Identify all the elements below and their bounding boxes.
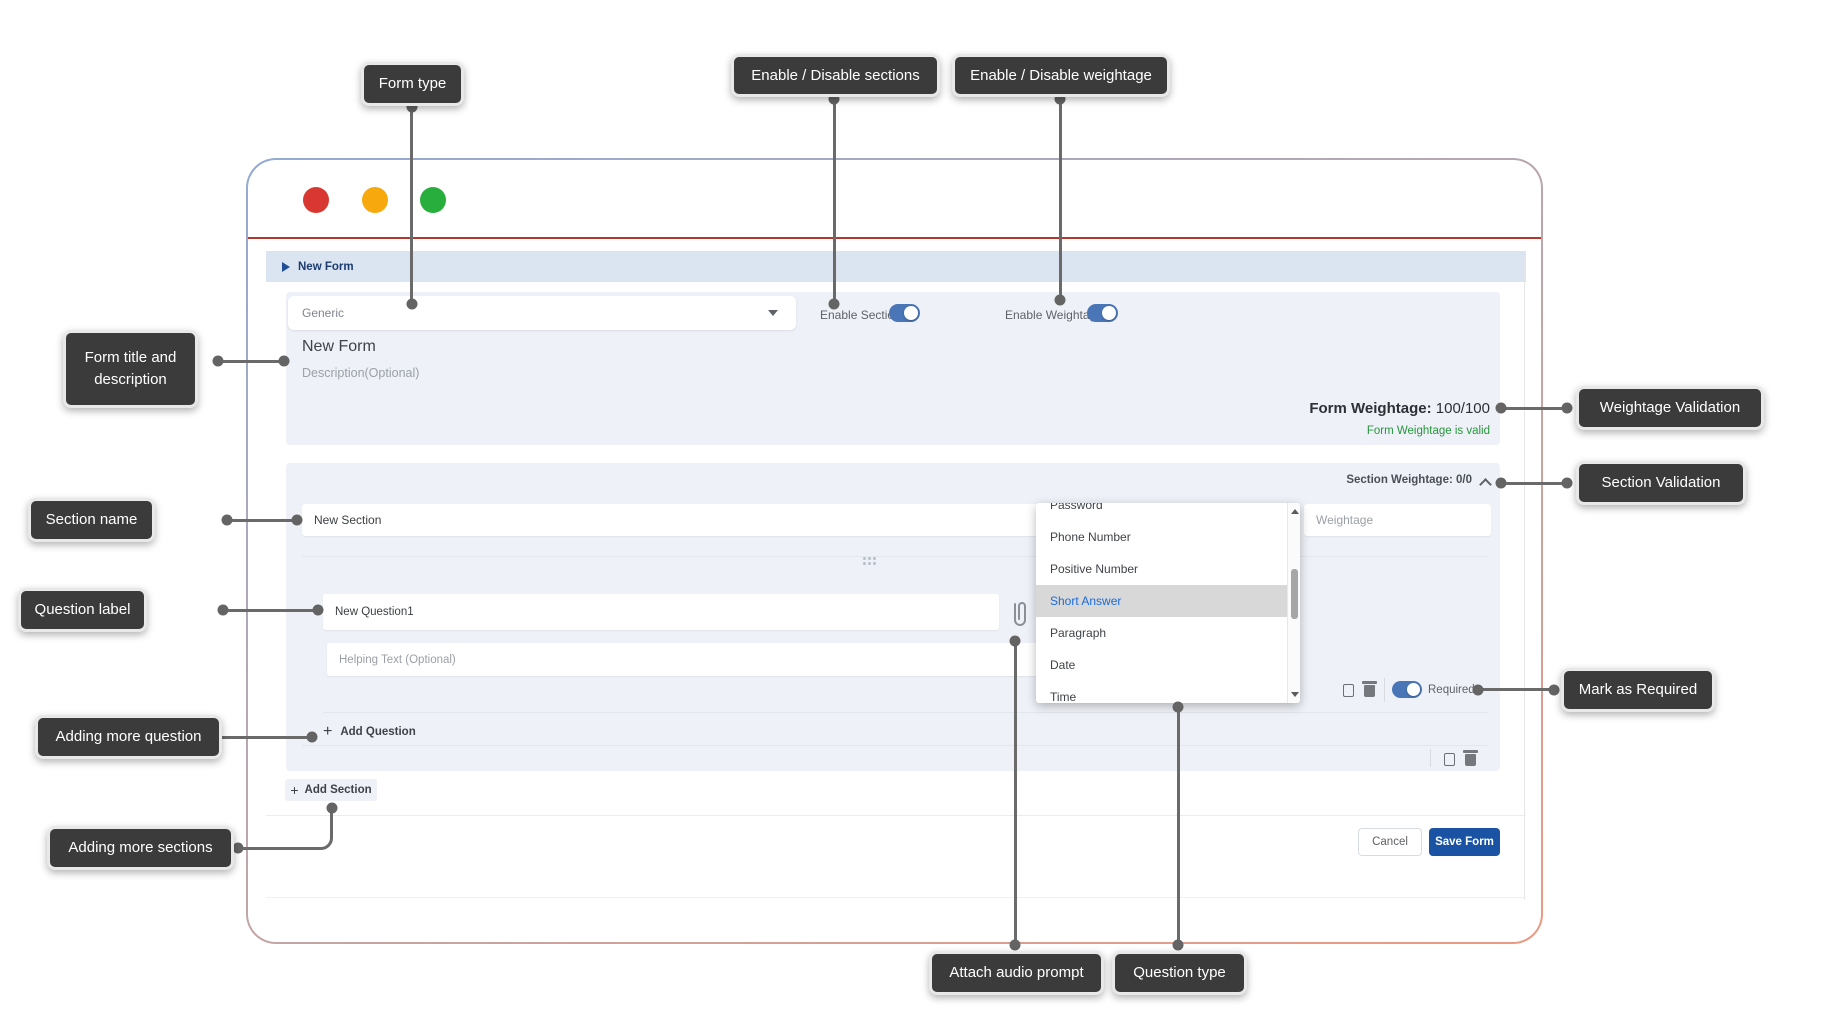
- toggle-knob: [1102, 306, 1116, 320]
- callout-enable-sections: Enable / Disable sections: [731, 54, 940, 97]
- callout-form-type: Form type: [361, 62, 464, 106]
- form-weightage-value: 100/100: [1435, 400, 1490, 417]
- required-row-separator: [1384, 678, 1385, 702]
- window-maximize-button[interactable]: [420, 187, 446, 213]
- enable-weightage-label: Enable Weightage: [1005, 308, 1103, 322]
- connector-dot: [212, 355, 224, 367]
- app-window: New Form Generic Enable Sections Enable …: [246, 158, 1543, 944]
- section-footer-divider: [302, 745, 1488, 746]
- breadcrumb-label: New Form: [298, 260, 354, 273]
- footer-divider: [266, 897, 1526, 898]
- save-form-button[interactable]: Save Form: [1429, 828, 1500, 856]
- required-label: Required: [1428, 684, 1475, 696]
- option-positive-number[interactable]: Positive Number: [1050, 562, 1139, 576]
- scrollbar-thumb[interactable]: [1291, 569, 1298, 619]
- question-divider: [323, 712, 1488, 713]
- breadcrumb-arrow-icon: [282, 261, 290, 272]
- option-time[interactable]: Time: [1050, 690, 1077, 703]
- callout-attach-audio-prompt: Attach audio prompt: [929, 951, 1104, 995]
- connector-dot: [232, 842, 244, 854]
- helping-text-input[interactable]: [327, 643, 1111, 676]
- option-phone-number[interactable]: Phone Number: [1050, 530, 1131, 544]
- content-divider: [266, 815, 1526, 816]
- callout-mark-as-required: Mark as Required: [1561, 668, 1715, 712]
- window-minimize-button[interactable]: [362, 187, 388, 213]
- option-paragraph[interactable]: Paragraph: [1050, 626, 1107, 640]
- callout-adding-more-question: Adding more question: [35, 715, 222, 759]
- connector-dot: [217, 604, 229, 616]
- form-weightage-status: Form Weightage is valid: [1366, 425, 1490, 437]
- plus-icon: +: [290, 782, 299, 798]
- callout-section-name: Section name: [28, 498, 155, 542]
- callout-adding-more-sections: Adding more sections: [47, 826, 234, 870]
- section-weightage-input[interactable]: [1304, 504, 1491, 536]
- enable-sections-toggle[interactable]: [889, 304, 920, 322]
- content-right-edge: [1524, 255, 1525, 900]
- required-toggle[interactable]: [1392, 681, 1422, 698]
- copy-question-icon[interactable]: [1343, 680, 1360, 697]
- add-section-label: Add Section: [304, 784, 372, 796]
- question-type-options: Password Phone Number Positive Number Sh…: [1036, 503, 1300, 703]
- copy-section-icon[interactable]: [1444, 749, 1461, 766]
- form-weightage-label: Form Weightage:: [1309, 400, 1432, 417]
- callout-form-title-description: Form title and description: [63, 330, 198, 408]
- form-weightage-summary: Form Weightage: 100/100: [948, 400, 1490, 417]
- form-type-select[interactable]: Generic: [288, 296, 796, 330]
- connector-dot: [221, 514, 233, 526]
- window-close-button[interactable]: [303, 187, 329, 213]
- callout-question-label: Question label: [18, 588, 147, 632]
- cancel-button[interactable]: Cancel: [1358, 828, 1422, 856]
- attach-audio-icon[interactable]: [1008, 598, 1030, 632]
- add-question-label: Add Question: [340, 726, 416, 738]
- connector-dot: [1561, 402, 1573, 414]
- drag-handle-icon[interactable]: [863, 557, 866, 560]
- scroll-down-icon[interactable]: [1291, 692, 1299, 697]
- connector-dot: [1548, 684, 1560, 696]
- add-question-button[interactable]: + Add Question: [323, 723, 416, 741]
- connector-dot: [1561, 477, 1573, 489]
- enable-weightage-toggle[interactable]: [1087, 304, 1118, 322]
- callout-section-validation: Section Validation: [1576, 461, 1746, 505]
- callout-enable-weightage: Enable / Disable weightage: [952, 54, 1170, 97]
- section-weightage-summary: Section Weightage: 0/0: [1346, 474, 1472, 486]
- plus-icon: +: [323, 723, 333, 740]
- callout-question-type: Question type: [1112, 951, 1247, 995]
- delete-section-icon[interactable]: [1463, 750, 1478, 766]
- chevron-down-icon: [768, 310, 778, 316]
- option-password[interactable]: Password: [1050, 503, 1103, 512]
- section-footer-separator: [1430, 749, 1431, 767]
- scroll-up-icon[interactable]: [1291, 509, 1299, 514]
- option-date[interactable]: Date: [1050, 658, 1076, 672]
- app-window-content: New Form Generic Enable Sections Enable …: [248, 160, 1541, 942]
- breadcrumb[interactable]: New Form: [266, 251, 1526, 282]
- dropdown-scrollbar[interactable]: [1287, 503, 1300, 703]
- option-short-answer-selected[interactable]: Short Answer: [1036, 585, 1287, 617]
- enable-sections-label: Enable Sections: [820, 308, 907, 322]
- delete-question-icon[interactable]: [1362, 681, 1377, 697]
- question-type-dropdown: Password Phone Number Positive Number Sh…: [1036, 503, 1300, 703]
- question-label-input[interactable]: [323, 594, 999, 630]
- add-section-button[interactable]: + Add Section: [285, 779, 377, 801]
- header-divider-line: [248, 237, 1541, 239]
- form-type-value: Generic: [302, 306, 345, 320]
- form-title-input[interactable]: [302, 336, 702, 358]
- toggle-knob: [904, 306, 918, 320]
- toggle-knob: [1407, 683, 1420, 696]
- form-description-input[interactable]: [302, 364, 702, 382]
- callout-weightage-validation: Weightage Validation: [1576, 386, 1764, 430]
- section-divider: [302, 556, 1488, 557]
